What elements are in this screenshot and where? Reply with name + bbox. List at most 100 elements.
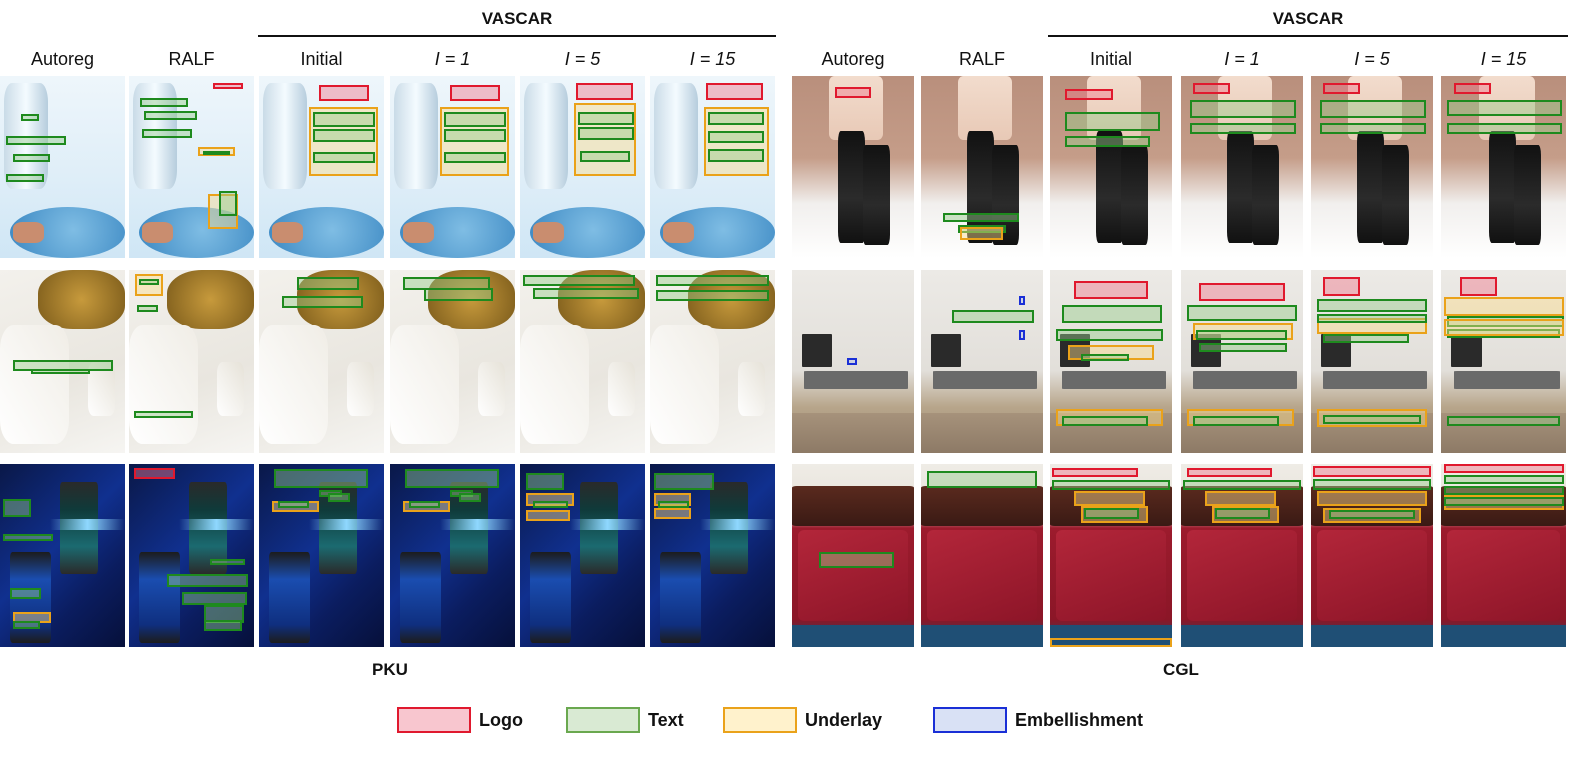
pku-cosmetic-bottle-poster-col6: [650, 270, 775, 453]
poster-scene-shape: [838, 130, 866, 244]
text-bbox: [312, 128, 376, 142]
text-bbox: [1187, 304, 1297, 322]
text-bbox: [707, 148, 764, 162]
text-bbox: [657, 500, 689, 508]
col-header-cgl-i15: I = 15: [1480, 49, 1527, 69]
vascar-line-right: [1048, 35, 1568, 37]
poster-scene-shape: [570, 518, 645, 530]
poster-scene-shape: [1217, 76, 1273, 140]
cgl-red-bedding-poster-col4: [1181, 464, 1303, 647]
underlay-swatch: [723, 707, 797, 733]
poster-scene-shape: [700, 518, 775, 530]
text-bbox: [458, 493, 482, 503]
logo-bbox: [1443, 464, 1564, 474]
logo-bbox: [1323, 277, 1360, 296]
underlay-bbox: [526, 493, 574, 507]
text-bbox: [1052, 480, 1170, 490]
poster-scene-shape: [271, 221, 303, 244]
cgl-living-room-poster-col6: [1441, 270, 1566, 453]
text-bbox: [522, 275, 635, 287]
text-bbox: [532, 288, 639, 300]
text-bbox: [1199, 343, 1288, 353]
legend-label-logo: Logo: [479, 709, 523, 730]
poster-scene-shape: [166, 270, 254, 329]
poster-scene-shape: [933, 370, 1037, 389]
poster-scene-shape: [1513, 145, 1541, 246]
text-bbox: [942, 212, 1019, 222]
text-bbox: [327, 493, 351, 503]
text-bbox: [202, 150, 231, 155]
logo-bbox: [1453, 83, 1491, 95]
legend-label-text: Text: [648, 709, 684, 730]
text-bbox: [1193, 416, 1279, 426]
poster-scene-shape: [967, 130, 995, 244]
text-swatch: [566, 707, 640, 733]
text-bbox: [1443, 474, 1564, 485]
text-bbox: [951, 310, 1035, 324]
poster-scene-shape: [390, 324, 459, 444]
text-bbox: [927, 471, 1037, 488]
text-bbox: [210, 559, 246, 565]
text-bbox: [2, 533, 53, 541]
text-bbox: [1447, 328, 1560, 338]
poster-scene-shape: [1181, 412, 1303, 453]
pku-water-bottle-poster-col3: [259, 76, 384, 258]
poster-scene-shape: [607, 361, 635, 417]
poster-scene-shape: [1453, 370, 1560, 389]
text-bbox: [134, 410, 193, 419]
underlay-bbox: [573, 103, 637, 177]
logo-bbox: [212, 83, 243, 89]
poster-scene-shape: [1357, 130, 1385, 244]
text-bbox: [31, 368, 90, 375]
underlay-bbox: [1443, 297, 1564, 316]
poster-scene-shape: [262, 83, 307, 189]
underlay-bbox: [1050, 637, 1172, 647]
text-bbox: [577, 112, 634, 126]
text-bbox: [139, 279, 159, 285]
logo-bbox: [576, 83, 633, 100]
text-bbox: [281, 295, 363, 309]
logo-bbox: [1052, 467, 1138, 477]
text-bbox: [526, 473, 564, 490]
vascar-line-left: [258, 35, 776, 37]
text-bbox: [1313, 478, 1431, 490]
cgl-black-boots-poster-col3: [1050, 76, 1172, 258]
underlay-bbox: [309, 106, 378, 177]
col-header-pku-i15: I = 15: [689, 49, 736, 69]
embellishment-bbox: [1018, 295, 1025, 305]
poster-scene-shape: [0, 324, 69, 444]
col-header-pku-i1: I = 1: [434, 49, 471, 69]
poster-scene-shape: [346, 361, 374, 417]
poster-scene-shape: [737, 361, 765, 417]
text-bbox: [577, 126, 634, 140]
poster-scene-shape: [1062, 370, 1166, 389]
poster-scene-shape: [139, 551, 181, 644]
poster-scene-shape: [393, 83, 438, 189]
pku-water-bottle-poster-col5: [520, 76, 645, 258]
legend-embellishment: Embellishment: [933, 706, 1143, 734]
pku-smartphone-poster-col6: [650, 464, 775, 647]
poster-scene-shape: [557, 270, 645, 329]
text-bbox: [580, 150, 630, 162]
logo-bbox: [1187, 467, 1273, 477]
poster-scene-shape: [3, 83, 48, 189]
text-bbox: [1323, 334, 1409, 344]
poster-scene-shape: [1050, 625, 1172, 647]
col-header-cgl-initial: Initial: [1089, 49, 1133, 69]
col-header-cgl-ralf: RALF: [958, 49, 1005, 69]
text-bbox: [12, 621, 40, 629]
text-bbox: [656, 290, 769, 302]
cgl-living-room-poster-col3: [1050, 270, 1172, 453]
pku-cosmetic-bottle-poster-col5: [520, 270, 645, 453]
text-bbox: [204, 604, 244, 624]
poster-scene-shape: [1120, 145, 1148, 246]
cgl-living-room-poster-col2: [921, 270, 1043, 453]
poster-scene-shape: [269, 551, 311, 644]
poster-scene-shape: [296, 270, 384, 329]
underlay-bbox: [1317, 491, 1427, 507]
poster-scene-shape: [1193, 370, 1297, 389]
text-bbox: [405, 469, 499, 488]
text-bbox: [1195, 330, 1288, 340]
poster-scene-shape: [792, 485, 914, 527]
text-bbox: [408, 500, 440, 508]
